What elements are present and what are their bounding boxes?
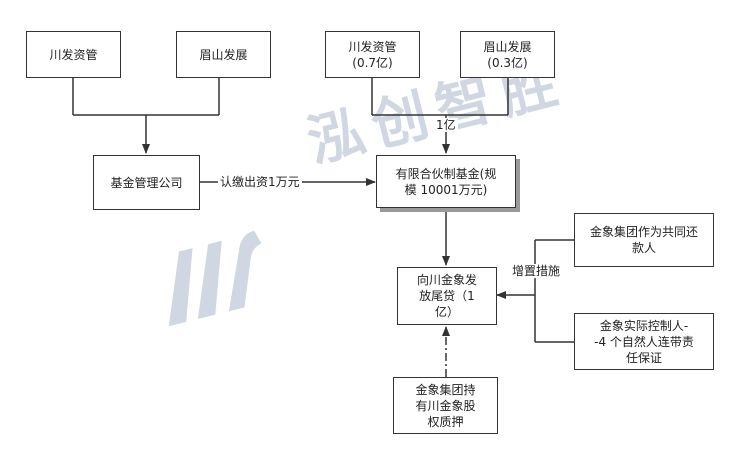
box-guarantee-controller-joint-liability: 金象实际控制人- -4 个自然人连带责 任保证: [574, 313, 714, 370]
box-tail-loan: 向川金象发 放尾贷（1 亿）: [397, 267, 497, 325]
watermark-logo-icon: [168, 230, 262, 327]
box-meishan-development-left: 眉山发展: [176, 31, 271, 78]
label-subscribe-capital: 认缴出资1万元: [218, 175, 302, 189]
box-chuanfa-asset-mgmt-left: 川发资管: [26, 31, 121, 78]
label-credit-measures: 增置措施: [510, 264, 563, 278]
box-equity-pledge: 金象集团持 有川金象股 权质押: [393, 377, 498, 434]
label-one-yi: 1亿: [434, 118, 458, 132]
box-guarantee-group-co-repayer: 金象集团作为共同还 款人: [574, 213, 714, 267]
box-fund-manager: 基金管理公司: [93, 155, 200, 210]
box-limited-partnership-fund: 有限合伙制基金(规 模 10001万元): [376, 155, 516, 208]
box-meishan-development-right: 眉山发展 (0.3亿): [460, 31, 555, 78]
box-chuanfa-asset-mgmt-right: 川发资管 (0.7亿): [325, 31, 420, 78]
